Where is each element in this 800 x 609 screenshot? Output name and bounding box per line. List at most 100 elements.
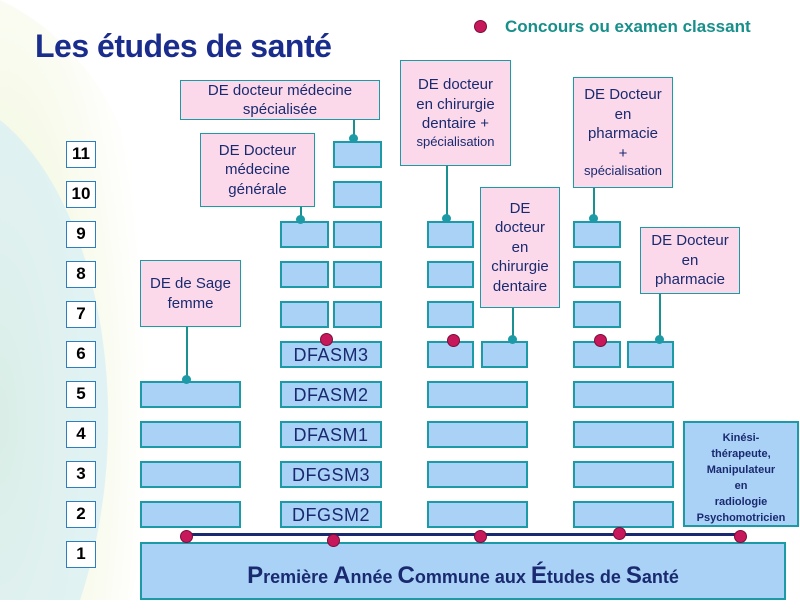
text-line: médecine — [224, 161, 291, 179]
med-spec-year7 — [333, 301, 382, 328]
dfasm1-cell: DFASM1 — [280, 421, 382, 448]
text-line: Psychomotricien — [696, 511, 786, 524]
paces-cap: É — [530, 562, 547, 589]
paces-text: nnée — [350, 567, 398, 587]
label-medecine-specialisee: DE docteur médecine spécialisée — [180, 80, 380, 120]
pharma-spec-year7 — [573, 301, 621, 328]
text-line: docteur — [494, 219, 546, 237]
paces-cap: P — [247, 562, 264, 589]
med-spec-year10 — [333, 181, 382, 208]
sage-femme-year3 — [140, 461, 241, 488]
med-spec-year9 — [333, 221, 382, 248]
text-line: chirurgie — [491, 258, 549, 276]
year-box-7: 7 — [66, 301, 96, 328]
pharma-year3 — [573, 461, 674, 488]
dent-spec-connector — [446, 166, 448, 218]
year-box-5: 5 — [66, 381, 96, 408]
pharma-year5 — [573, 381, 674, 408]
text-line: DE docteur médecine — [207, 81, 353, 99]
dent-connector — [512, 308, 514, 338]
text-line: DE Docteur — [651, 232, 729, 250]
connector-dot — [655, 335, 664, 344]
connector-dot — [589, 214, 598, 223]
year-box-3: 3 — [66, 461, 96, 488]
connector-dot — [296, 215, 305, 224]
pharma-spec-year8 — [573, 261, 621, 288]
text-line: pharmacie — [654, 271, 726, 289]
pharma-year4 — [573, 421, 674, 448]
pharma-year2 — [573, 501, 674, 528]
text-line: générale — [228, 180, 287, 198]
text-line: DE Docteur — [584, 86, 662, 104]
text-line: thérapeute, — [711, 447, 771, 460]
concours-marker — [474, 530, 487, 543]
pharma-year6 — [627, 341, 674, 368]
sage-femme-year2 — [140, 501, 241, 528]
dfgsm2-cell: DFGSM2 — [280, 501, 382, 528]
dent-spec-year7 — [427, 301, 474, 328]
dfgsm3-cell: DFGSM3 — [280, 461, 382, 488]
year-box-10: 10 — [66, 181, 96, 208]
med-spec-year11 — [333, 141, 382, 168]
year-box-11: 11 — [66, 141, 96, 168]
concours-marker — [320, 333, 333, 346]
text-line: DE Docteur — [218, 141, 297, 159]
paces-box: Première Année Commune aux Études de San… — [140, 542, 786, 600]
connector-dot — [182, 375, 191, 384]
dfasm2-cell: DFASM2 — [280, 381, 382, 408]
paces-cap: C — [397, 562, 415, 589]
text-line: spécialisation — [416, 133, 495, 149]
text-line: dentaire — [492, 277, 548, 295]
paces-text: anté — [641, 567, 679, 587]
med-gen-year8 — [280, 261, 329, 288]
concours-marker — [734, 530, 747, 543]
sage-femme-text: DE de Sage femme — [150, 275, 231, 312]
text-line: + — [618, 144, 628, 162]
year-box-6: 6 — [66, 341, 96, 368]
pharma-spec-year9 — [573, 221, 621, 248]
year-box-4: 4 — [66, 421, 96, 448]
text-line: en — [681, 251, 699, 269]
concours-marker — [447, 334, 460, 347]
kine-box: Kinési- thérapeute, Manipulateur en radi… — [683, 421, 799, 527]
text-line: spécialisation — [583, 163, 663, 179]
year-box-1: 1 — [66, 541, 96, 568]
sage-femme-year5 — [140, 381, 241, 408]
text-line: Kinési- — [722, 432, 760, 444]
dent-year2 — [427, 501, 528, 528]
concours-marker — [327, 534, 340, 547]
paces-text: tudes de — [546, 567, 626, 587]
paces-cap: A — [333, 562, 351, 589]
text-line: spécialisée — [242, 101, 318, 118]
text-line: en — [511, 238, 529, 256]
med-spec-connector — [353, 120, 355, 138]
dent-year6 — [481, 341, 528, 368]
text-line: radiologie — [714, 495, 768, 508]
dent-year4 — [427, 421, 528, 448]
concours-marker — [613, 527, 626, 540]
concours-marker — [594, 334, 607, 347]
med-gen-connector — [300, 207, 302, 219]
page-title: Les études de santé — [35, 28, 332, 64]
med-gen-year7 — [280, 301, 329, 328]
legend-marker — [474, 20, 487, 33]
paces-cap: S — [625, 562, 642, 589]
label-sage-femme: DE de Sage femme — [140, 260, 241, 327]
text-line: en — [734, 479, 748, 492]
year-box-8: 8 — [66, 261, 96, 288]
sage-femme-connector — [186, 327, 188, 379]
text-line: DE docteur — [417, 76, 494, 94]
dent-year5 — [427, 381, 528, 408]
dent-spec-year8 — [427, 261, 474, 288]
paces-text: ommune aux — [414, 567, 531, 587]
dent-year3 — [427, 461, 528, 488]
year-box-2: 2 — [66, 501, 96, 528]
paces-connector — [186, 533, 741, 536]
year-box-9: 9 — [66, 221, 96, 248]
connector-dot — [508, 335, 517, 344]
legend-label: Concours ou examen classant — [505, 17, 751, 36]
